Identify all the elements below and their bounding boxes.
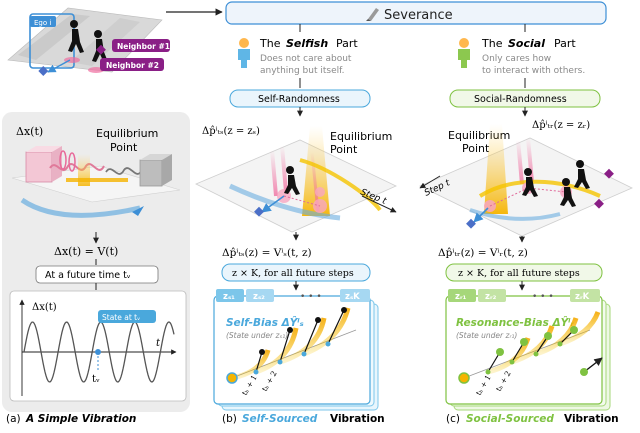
panel-c-caption-rest: Vibration (564, 413, 619, 425)
panel-b-walker-icon (284, 166, 300, 195)
panel-c-tab-2-label: zᵣ₂ (485, 292, 497, 302)
panel-a-point: Point (110, 141, 138, 154)
panel-b-formula: Δp̂ⁱₜₛ(z) = Vⁱₛ(t, z) (222, 247, 312, 259)
panel-c-point: Point (462, 142, 490, 155)
panel-a-caption: A Simple Vibration (25, 413, 136, 425)
panel-b-tab-2-label: zₛ₂ (253, 292, 265, 302)
panel-c-steps: z × K, for all future steps (458, 268, 580, 279)
panel-c-tab-k-label: zᵣK (575, 292, 590, 302)
severance-box (225, 1, 607, 25)
panel-c-formula: Δp̂ⁱₜᵣ(z) = Vⁱᵣ(t, z) (438, 247, 528, 259)
panel-c-scene: Step t (419, 124, 633, 237)
panel-a-equilibrium: Equilibrium (96, 127, 158, 140)
panel-b-equilibrium: Equilibrium (330, 130, 392, 143)
selfish-suffix: Part (336, 37, 358, 50)
panel-c-tab-dots: • • • (532, 292, 554, 302)
panel-b-caption-prefix: (b) (222, 413, 237, 425)
scene-image: Ego i Neighbor #1 Neighbor #2 (7, 7, 170, 76)
social-suffix: Part (554, 37, 576, 50)
panel-b-point: Point (330, 143, 358, 156)
panel-b-bias-plot (226, 307, 357, 384)
panel-c-walker-icons (522, 160, 590, 207)
selfish-desc-2: anything but itself. (260, 66, 345, 76)
selfish-person-icon (238, 38, 250, 68)
panel-c-tab-k (570, 289, 600, 302)
panel-b-tab-dots: • • • (300, 292, 322, 302)
state-badge (98, 310, 156, 323)
social-prefix: The (481, 37, 503, 50)
plot-tv-label: tᵥ (92, 374, 100, 385)
panel-b-bias-sub: (State under zₛ₁) (226, 331, 288, 340)
panel-b-tab-1 (216, 289, 244, 302)
panel-a-formula: Δx(t) = V(t) (54, 245, 118, 258)
selfish-desc-1: Does not care about (260, 54, 352, 64)
panel-a-future-time: At a future time tᵥ (45, 270, 131, 281)
plot-xlabel: t (156, 338, 161, 349)
panel-a-eq-top: Δx(t) (16, 125, 43, 138)
ego-label: Ego i (34, 19, 51, 27)
plot-ylabel: Δx(t) (32, 302, 57, 313)
panel-c-bias-plot (458, 311, 603, 384)
selfish-prefix: The (259, 37, 281, 50)
selfish-name: Selfish (286, 37, 328, 50)
self-randomness-label: Self-Randomness (258, 94, 340, 105)
panel-b-caption-rest: Vibration (330, 413, 385, 425)
panel-c-bias-sub: (State under zᵣ₁) (456, 331, 517, 340)
panel-b-delta: Δp̂ⁱₜₛ(z = zₛ) (202, 126, 260, 137)
neighbor2-label: Neighbor #2 (106, 61, 159, 70)
panel-c-delta: Δp̂ⁱₜᵣ(z = zᵣ) (532, 120, 590, 131)
social-desc-1: Only cares how (482, 54, 551, 64)
spring-system (11, 120, 181, 218)
panel-c-tab-1-label: zᵣ₁ (455, 292, 467, 302)
panel-b-bias-title: Self-Bias ΔŶⁱₛ (226, 315, 304, 329)
neighbor1-label: Neighbor #1 (117, 42, 170, 51)
social-desc-2: to interact with others. (482, 66, 585, 76)
panel-c-tab-1 (448, 289, 476, 302)
panel-b-steps: z × K, for all future steps (232, 268, 354, 279)
panel-b-tab-1-label: zₛ₁ (223, 292, 235, 302)
panel-b-tab-k-label: zₛK (345, 292, 360, 302)
panel-b-caption-colored: Self-Sourced (242, 413, 318, 425)
panel-b-scene: Step t (195, 126, 397, 233)
panel-b-tab-2 (246, 289, 274, 302)
panel-c-bias-title: Resonance-Bias ΔŶⁱᵣ (456, 315, 575, 329)
panel-b-card-front (213, 295, 371, 405)
panel-a-caption-prefix: (a) (6, 413, 21, 425)
social-person-icon (458, 38, 470, 68)
state-label: State at tᵥ (102, 313, 140, 322)
panel-c-steps-box (445, 263, 603, 282)
state-point (95, 349, 101, 355)
pencil-icon (366, 8, 379, 21)
sine-curve (23, 321, 175, 383)
panel-c-caption-prefix: (c) (446, 413, 460, 425)
panel-c-caption-colored: Social-Sourced (466, 413, 554, 425)
panel-c-tab-2 (478, 289, 506, 302)
panel-b-tab-k (340, 289, 370, 302)
social-name: Social (508, 37, 545, 50)
social-randomness-label: Social-Randomness (474, 94, 567, 105)
header-title: Severance (384, 8, 453, 23)
future-time-box (35, 265, 159, 284)
